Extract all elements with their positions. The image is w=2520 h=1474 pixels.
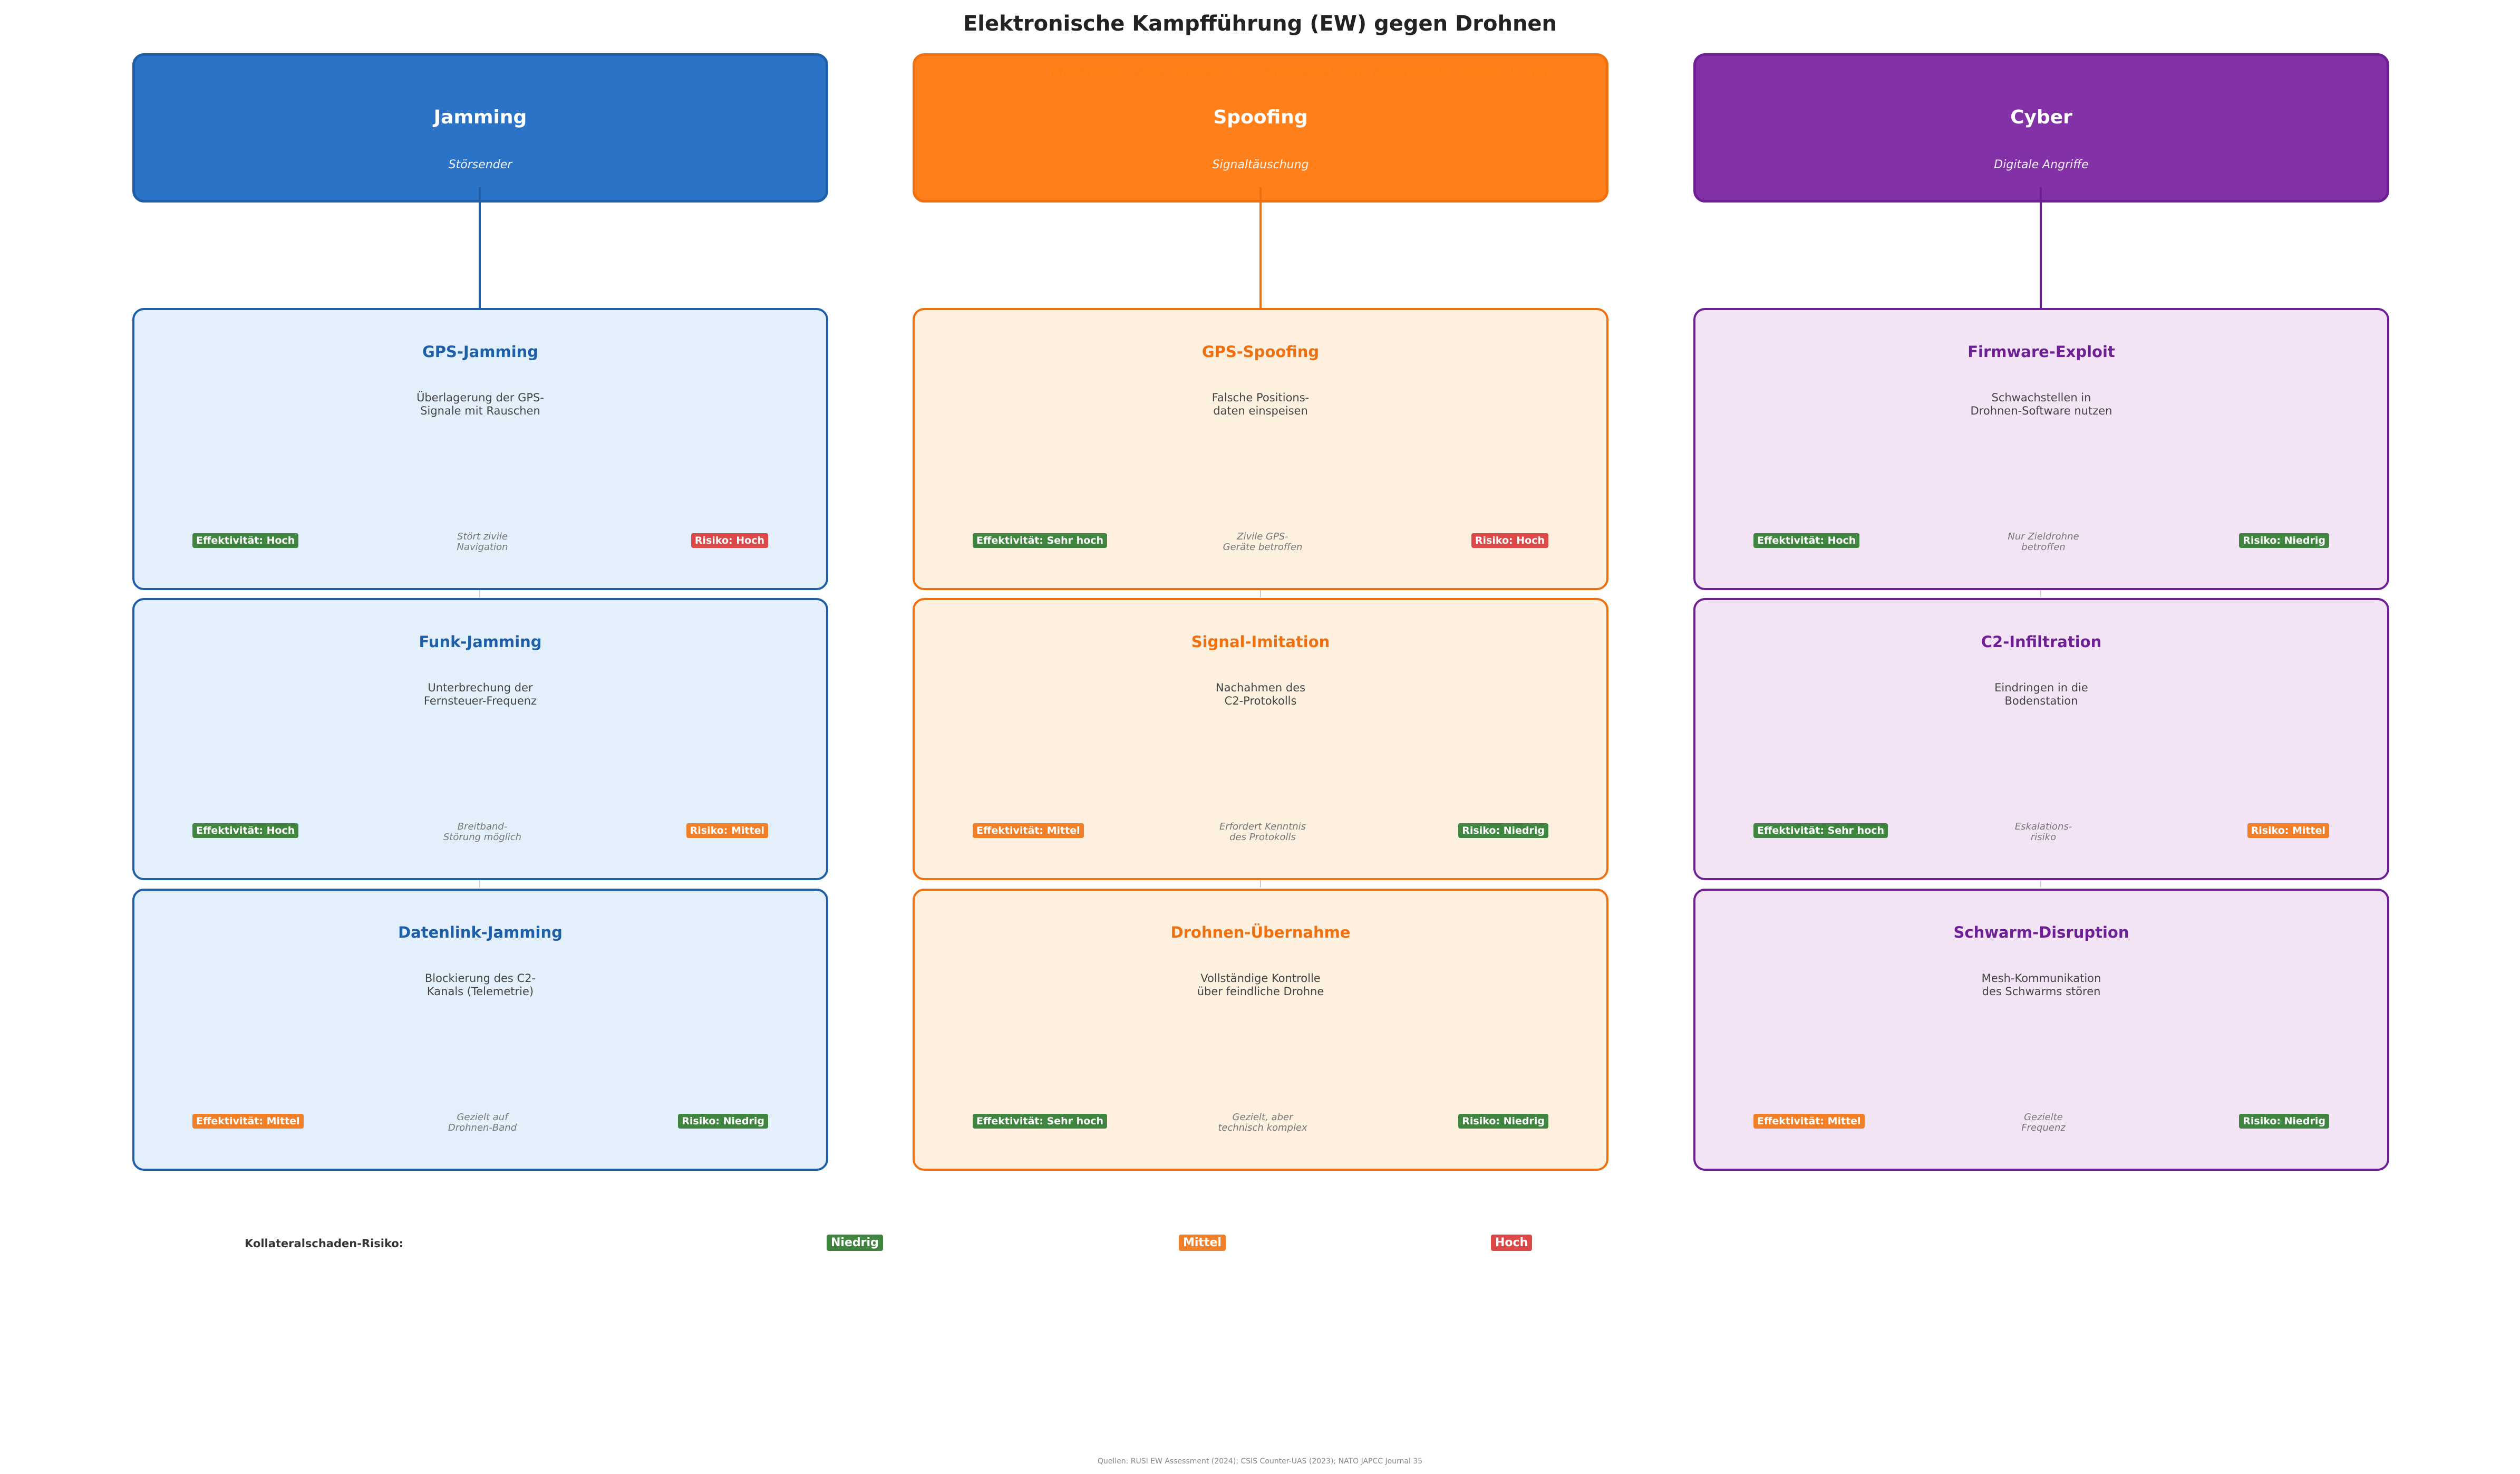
column-subtitle: Digitale Angriffe	[1994, 158, 2089, 171]
risk-badge: Risiko: Mittel	[2247, 823, 2329, 838]
legend-badge-high: Hoch	[1491, 1235, 1533, 1251]
method-title: GPS-Spoofing	[1201, 343, 1320, 361]
method-title: Drohnen-Übernahme	[1170, 923, 1351, 941]
card-connector	[2040, 880, 2041, 888]
card-connector	[1260, 880, 1261, 888]
diagram-title: Elektronische Kampfführung (EW) gegen Dr…	[963, 12, 1557, 36]
method-note: Gezielt, aber technisch komplex	[1218, 1112, 1307, 1133]
sources-footer: Quellen: RUSI EW Assessment (2024); CSIS…	[1097, 1457, 1423, 1466]
method-note: Eskalations- risiko	[2014, 821, 2072, 843]
header-connector-line	[2040, 187, 2042, 309]
column-title: Jamming	[433, 107, 527, 128]
method-card-signal-imitation: Signal-Imitation Nachahmen des C2-Protok…	[913, 598, 1608, 880]
effectiveness-badge: Effektivität: Mittel	[1753, 1114, 1865, 1129]
risk-badge: Risiko: Niedrig	[678, 1114, 768, 1129]
method-card-gps-spoofing: GPS-Spoofing Falsche Positions- daten ei…	[913, 308, 1608, 590]
method-description: Schwachstellen in Drohnen-Software nutze…	[1970, 391, 2112, 417]
method-note: Stört zivile Navigation	[457, 531, 508, 553]
header-connector-line	[479, 187, 481, 309]
method-card-funk-jamming: Funk-Jamming Unterbrechung der Fernsteue…	[132, 598, 828, 880]
column-subtitle: Signaltäuschung	[1212, 158, 1309, 171]
method-note: Gezielte Frequenz	[2021, 1112, 2066, 1133]
effectiveness-badge: Effektivität: Sehr hoch	[973, 533, 1108, 548]
method-description: Blockierung des C2- Kanals (Telemetrie)	[424, 972, 536, 998]
risk-badge: Risiko: Niedrig	[2239, 1114, 2329, 1129]
method-title: Signal-Imitation	[1191, 633, 1330, 651]
legend-badge-mid: Mittel	[1179, 1235, 1226, 1251]
diagram-subtitle: Methoden, Wirkungsweise, Effektivität un…	[1050, 63, 1553, 81]
method-note: Breitband- Störung möglich	[443, 821, 522, 843]
method-description: Mesh-Kommunikation des Schwarms stören	[1981, 972, 2101, 998]
effectiveness-badge: Effektivität: Mittel	[973, 823, 1084, 838]
effectiveness-badge: Effektivität: Hoch	[192, 533, 299, 548]
column-header-spoofing: Spoofing Signaltäuschung	[913, 53, 1608, 203]
card-connector	[1260, 590, 1261, 598]
method-description: Eindringen in die Bodenstation	[1994, 681, 2088, 707]
method-title: Funk-Jamming	[419, 633, 542, 651]
column-header-jamming: Jamming Störsender	[132, 53, 828, 203]
risk-badge: Risiko: Mittel	[686, 823, 768, 838]
method-title: C2-Infiltration	[1981, 633, 2102, 651]
method-card-firmware-exploit: Firmware-Exploit Schwachstellen in Drohn…	[1693, 308, 2389, 590]
effectiveness-badge: Effektivität: Sehr hoch	[973, 1114, 1108, 1129]
card-connector	[479, 590, 480, 598]
risk-badge: Risiko: Niedrig	[1458, 1114, 1548, 1129]
method-description: Vollständige Kontrolle über feindliche D…	[1197, 972, 1324, 998]
method-description: Überlagerung der GPS- Signale mit Rausch…	[416, 391, 544, 417]
risk-badge: Risiko: Niedrig	[2239, 533, 2329, 548]
column-title: Spoofing	[1213, 107, 1308, 128]
method-card-gps-jamming: GPS-Jamming Überlagerung der GPS- Signal…	[132, 308, 828, 590]
method-note: Erfordert Kenntnis des Protokolls	[1219, 821, 1306, 843]
method-note: Gezielt auf Drohnen-Band	[448, 1112, 517, 1133]
risk-badge: Risiko: Niedrig	[1458, 823, 1548, 838]
method-note: Zivile GPS- Geräte betroffen	[1223, 531, 1303, 553]
method-title: Schwarm-Disruption	[1953, 923, 2129, 941]
effectiveness-badge: Effektivität: Hoch	[1753, 533, 1860, 548]
method-card-schwarm-disruption: Schwarm-Disruption Mesh-Kommunikation de…	[1693, 889, 2389, 1171]
risk-badge: Risiko: Hoch	[691, 533, 768, 548]
method-description: Unterbrechung der Fernsteuer-Frequenz	[423, 681, 537, 707]
method-card-datenlink-jamming: Datenlink-Jamming Blockierung des C2- Ka…	[132, 889, 828, 1171]
legend-label: Kollateralschaden-Risiko:	[245, 1237, 404, 1250]
effectiveness-badge: Effektivität: Sehr hoch	[1753, 823, 1888, 838]
method-title: Datenlink-Jamming	[398, 923, 563, 941]
method-card-c2-infiltration: C2-Infiltration Eindringen in die Bodens…	[1693, 598, 2389, 880]
risk-badge: Risiko: Hoch	[1471, 533, 1548, 548]
effectiveness-badge: Effektivität: Mittel	[192, 1114, 304, 1129]
method-description: Nachahmen des C2-Protokolls	[1215, 681, 1306, 707]
legend-badge-low: Niedrig	[827, 1235, 883, 1251]
method-description: Falsche Positions- daten einspeisen	[1211, 391, 1310, 417]
column-title: Cyber	[2010, 107, 2072, 128]
card-connector	[2040, 590, 2041, 598]
column-subtitle: Störsender	[448, 158, 512, 171]
card-connector	[479, 880, 480, 888]
method-title: GPS-Jamming	[422, 343, 539, 361]
header-connector-line	[1259, 187, 1262, 309]
effectiveness-badge: Effektivität: Hoch	[192, 823, 299, 838]
method-title: Firmware-Exploit	[1967, 343, 2115, 361]
method-note: Nur Zieldrohne betroffen	[2008, 531, 2079, 553]
method-card-drohnen-uebernahme: Drohnen-Übernahme Vollständige Kontrolle…	[913, 889, 1608, 1171]
